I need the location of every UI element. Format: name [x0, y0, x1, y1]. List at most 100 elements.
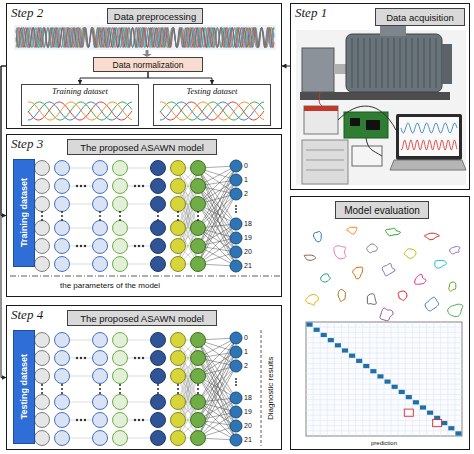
decor-shape: [93, 351, 108, 366]
decor-shape: [399, 117, 459, 156]
decor-shape: [413, 400, 419, 404]
dataset-box: Testing dataset: [153, 84, 271, 126]
decor-shape: [151, 197, 166, 212]
decor-shape: [55, 221, 70, 236]
decor-shape: [16, 28, 274, 48]
decor-shape: [197, 211, 199, 213]
decor-shape: [151, 221, 166, 236]
decor-shape: [113, 221, 128, 236]
decor-shape: [151, 179, 166, 194]
decor-shape: [321, 274, 331, 282]
decor-shape: [230, 160, 242, 172]
decor-shape: [230, 406, 242, 418]
decor-shape: [440, 322, 441, 436]
decor-shape: [306, 430, 462, 431]
decor-shape: [61, 219, 63, 221]
decor-shape: [113, 369, 128, 384]
decor-shape: [398, 291, 407, 300]
decor-shape: [230, 232, 242, 244]
class-number: 0: [244, 161, 258, 171]
header-box: The proposed ASAWN model: [67, 139, 217, 155]
decor-shape: [191, 221, 206, 236]
decor-shape: [191, 161, 206, 176]
decor-shape: [55, 431, 70, 446]
decor-shape: [151, 413, 166, 428]
decor-shape: [84, 185, 86, 187]
decor-shape: [319, 92, 322, 106]
decor-shape: [313, 231, 321, 241]
decor-shape: [80, 419, 82, 421]
decor-shape: [171, 369, 186, 384]
decor-shape: [191, 395, 206, 410]
neural-network: [35, 160, 243, 272]
decor-shape: [296, 30, 466, 185]
decor-shape: [93, 161, 108, 176]
decor-shape: [191, 413, 206, 428]
decor-shape: [197, 388, 199, 390]
waveform-line: [28, 102, 132, 120]
input-bar: Training dataset: [13, 159, 35, 267]
decor-shape: [191, 257, 206, 272]
decor-shape: [119, 215, 121, 217]
decor-shape: [235, 381, 237, 383]
waveform-line: [28, 102, 132, 120]
decor-shape: [113, 333, 128, 348]
decor-shape: [425, 297, 439, 311]
decor-shape: [76, 185, 78, 187]
decor-shape: [230, 360, 242, 372]
decor-shape: [16, 28, 274, 48]
decor-shape: [151, 431, 166, 446]
decor-shape: [55, 179, 70, 194]
decor-shape: [35, 197, 50, 212]
class-number: 2: [244, 189, 258, 199]
decor-shape: [151, 161, 166, 176]
decor-shape: [35, 431, 50, 446]
decor-shape: [385, 380, 391, 384]
decor-shape: [35, 413, 50, 428]
decor-shape: [41, 211, 43, 213]
class-number: 1: [244, 347, 258, 357]
decor-shape: [151, 351, 166, 366]
dataset-box: Training dataset: [21, 84, 139, 126]
decor-shape: [412, 322, 413, 436]
decor-shape: [304, 255, 316, 260]
step-label: Step 2: [11, 5, 43, 21]
decor-shape: [433, 419, 442, 426]
class-number: 21: [244, 435, 258, 445]
decor-shape: [177, 215, 179, 217]
decor-shape: [433, 322, 434, 436]
decor-shape: [16, 28, 274, 48]
decor-shape: [424, 233, 439, 240]
decor-shape: [306, 425, 462, 426]
waveform-line: [160, 102, 264, 120]
decor-shape: [177, 219, 179, 221]
step-label: Step 4: [11, 307, 43, 323]
class-number: 1: [244, 175, 258, 185]
decor-shape: [321, 333, 327, 337]
decor-shape: [363, 364, 369, 368]
decor-shape: [177, 211, 179, 213]
decor-shape: [55, 369, 70, 384]
decor-shape: [113, 395, 128, 410]
decor-shape: [157, 211, 159, 213]
waveform-line: [28, 102, 132, 120]
flow-arrow: [148, 72, 212, 84]
decor-shape: [349, 354, 355, 358]
decor-shape: [134, 419, 136, 421]
decor-shape: [396, 114, 462, 160]
decor-shape: [401, 140, 457, 150]
decor-shape: [197, 392, 199, 394]
decor-shape: [198, 338, 236, 402]
decor-shape: [304, 106, 338, 134]
decor-shape: [435, 260, 446, 268]
decor-shape: [171, 179, 186, 194]
evaluation-panel: Model evaluation: [290, 196, 470, 450]
box-label: The proposed ASAWN model: [80, 313, 204, 324]
decor-shape: [449, 282, 456, 291]
box-label: Model evaluation: [335, 201, 429, 219]
decor-shape: [99, 388, 101, 390]
decor-shape: [171, 257, 186, 272]
decor-shape: [113, 179, 128, 194]
